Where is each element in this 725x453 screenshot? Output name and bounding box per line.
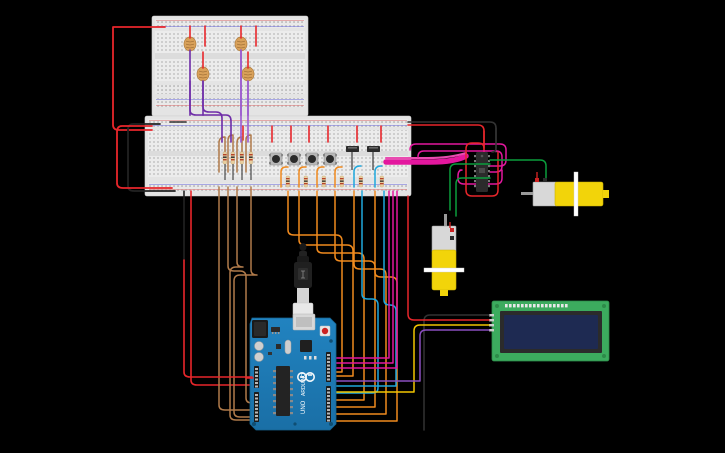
resistor-led-2 xyxy=(379,175,384,188)
resistor-pull-3 xyxy=(239,151,244,165)
large-breadboard-red-jumpers xyxy=(242,125,382,143)
pushbutton-1 xyxy=(269,152,283,166)
lcd-left-pins xyxy=(489,314,494,332)
lcd-wires xyxy=(335,195,490,431)
orange-button-hooks xyxy=(280,166,343,188)
motor-driver-ic[interactable] xyxy=(474,152,490,192)
analog-wires-brown xyxy=(218,186,258,421)
driver-ribbon xyxy=(383,143,507,185)
arduino-brand-text: ARDUINO xyxy=(301,373,307,396)
pull-resistors[interactable] xyxy=(222,151,253,165)
ldr-2 xyxy=(234,36,248,52)
driver-power-loops xyxy=(465,127,499,197)
usb-cable[interactable] xyxy=(292,243,314,320)
ldr-3 xyxy=(196,66,210,82)
arduino-model-text: UNO xyxy=(301,400,307,414)
lcd-16x2[interactable] xyxy=(489,300,610,362)
resistor-pull-1 xyxy=(222,151,227,165)
ldr-to-breadboard-wires xyxy=(189,49,249,143)
resistor-pull-4 xyxy=(248,151,253,165)
pushbutton-4 xyxy=(323,152,337,166)
ldr-4 xyxy=(241,66,255,82)
transistor-1 xyxy=(346,146,359,152)
cyan-transistor-hooks xyxy=(353,165,383,188)
digital-header-high xyxy=(326,352,331,382)
pushbutton-2 xyxy=(287,152,301,166)
power-bus-wires xyxy=(112,26,253,386)
transistor-2 xyxy=(367,146,380,152)
analog-header xyxy=(254,392,259,422)
ldr-1 xyxy=(183,36,197,52)
motor-driver-wires-magenta xyxy=(335,190,398,369)
small-breadboard-red-jumpers xyxy=(189,25,257,69)
resistor-btn-2 xyxy=(303,175,308,188)
brown-jumper-loops xyxy=(218,134,252,173)
pushbutton-3 xyxy=(305,152,319,166)
lcd-screen xyxy=(504,315,598,349)
lcd-header-pins xyxy=(505,304,568,308)
dc-motor-horizontal[interactable] xyxy=(521,171,609,217)
resistor-btn-3 xyxy=(321,175,326,188)
resistor-led-1 xyxy=(358,175,363,188)
lower-resistors[interactable] xyxy=(285,175,384,188)
resistor-leads xyxy=(224,164,252,180)
transistor-group[interactable] xyxy=(346,146,380,170)
arduino-logo xyxy=(296,371,315,382)
arduino-power-wires xyxy=(183,259,254,379)
dc-motor-vertical[interactable] xyxy=(423,214,465,296)
resistor-btn-4 xyxy=(339,175,344,188)
pushbutton-group[interactable] xyxy=(269,152,337,166)
resistor-btn-1 xyxy=(285,175,290,188)
breadboard-small[interactable] xyxy=(151,15,309,117)
motor-wires-green xyxy=(449,159,547,217)
arduino-uno[interactable]: ARDUINO UNO xyxy=(249,313,337,431)
atmega-chip xyxy=(276,366,290,416)
photoresistor-group[interactable] xyxy=(183,36,255,82)
resistor-pull-2 xyxy=(230,151,235,165)
